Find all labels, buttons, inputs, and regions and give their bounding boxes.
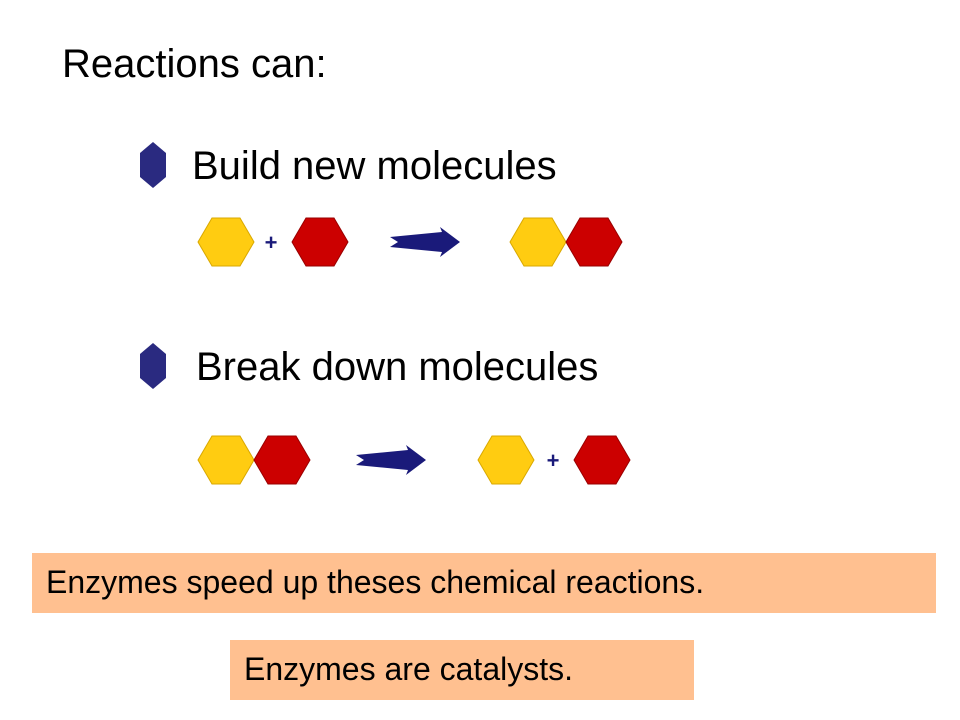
diamond-bullet-icon: [140, 343, 166, 389]
bullet-build-label: Build new molecules: [192, 144, 557, 188]
callout-speed-up: Enzymes speed up theses chemical reactio…: [32, 553, 936, 613]
callout-catalysts: Enzymes are catalysts.: [230, 640, 694, 700]
break-reaction: +: [197, 435, 631, 485]
slide-title: Reactions can:: [62, 42, 327, 86]
yellow-molecule: [197, 217, 255, 267]
diamond-bullet-icon: [140, 142, 166, 188]
yellow-molecule: [477, 435, 535, 485]
red-molecule: [291, 217, 349, 267]
yellow-molecule: [197, 435, 255, 485]
build-reaction: +: [197, 217, 623, 267]
red-molecule: [565, 217, 623, 267]
reaction-arrow: [356, 445, 426, 475]
yellow-molecule: [509, 217, 567, 267]
red-molecule: [573, 435, 631, 485]
bullet-break-label: Break down molecules: [196, 345, 599, 389]
plus-sign: +: [265, 230, 278, 255]
red-molecule: [253, 435, 311, 485]
reaction-arrow: [390, 227, 460, 257]
plus-sign: +: [547, 448, 560, 473]
